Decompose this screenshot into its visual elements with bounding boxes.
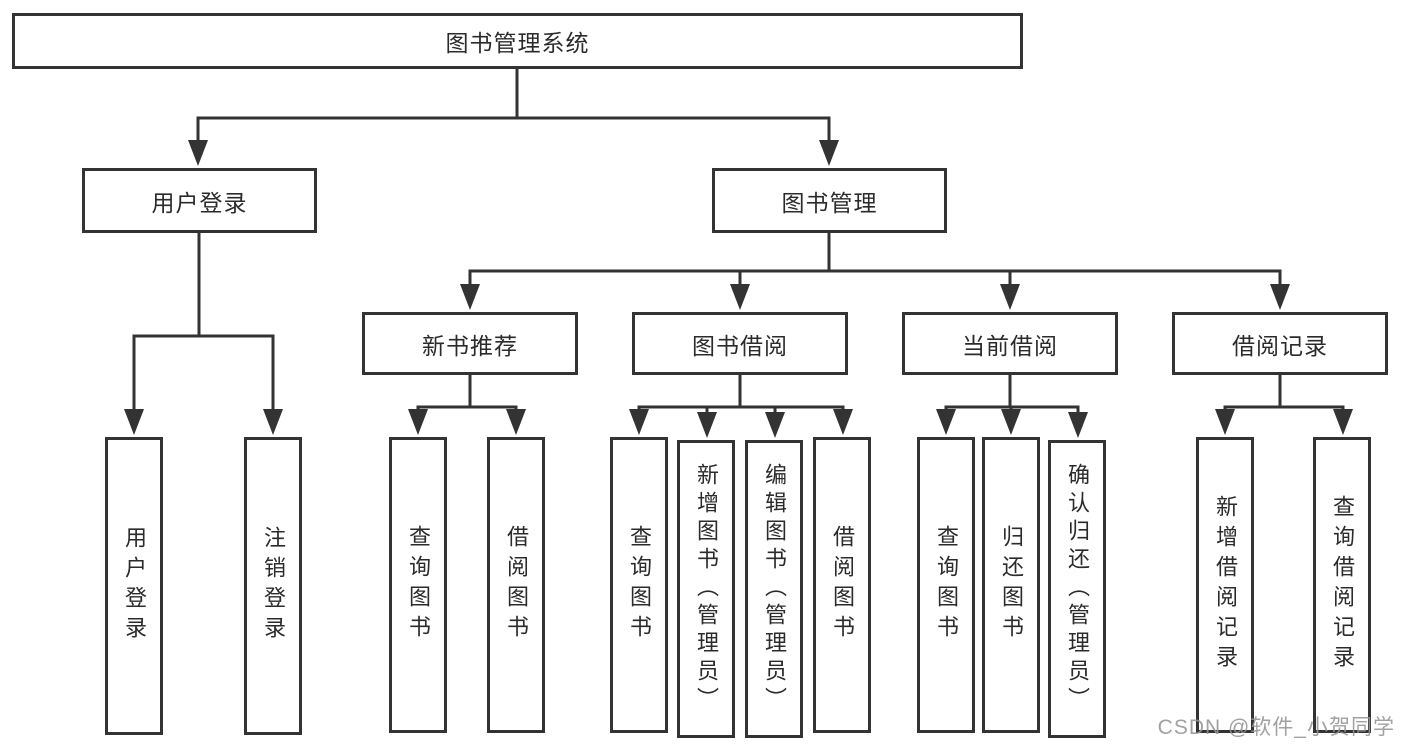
- node-book-management: 图书管理: [712, 168, 947, 233]
- leaf-add-borrow-record: 新增借阅记录: [1196, 437, 1254, 733]
- leaf-return-books: 归还图书: [982, 437, 1040, 733]
- leaf-edit-books-admin: 编辑图书（管理员）: [745, 440, 803, 738]
- leaf-confirm-return-admin: 确认归还（管理员）: [1048, 440, 1106, 738]
- leaf-borrow-books-recommend: 借阅图书: [487, 437, 545, 733]
- watermark-text: CSDN @软件_小贺同学: [1157, 716, 1395, 739]
- leaf-add-books-admin: 新增图书（管理员）: [677, 440, 735, 738]
- node-borrow-records: 借阅记录: [1172, 312, 1388, 375]
- leaf-query-borrow-record: 查询借阅记录: [1313, 437, 1371, 733]
- leaf-query-books-current: 查询图书: [917, 437, 975, 733]
- node-user-login: 用户登录: [82, 168, 317, 233]
- node-current-borrow: 当前借阅: [902, 312, 1118, 375]
- node-root-library-system: 图书管理系统: [12, 13, 1023, 69]
- node-new-book-recommend: 新书推荐: [362, 312, 578, 375]
- leaf-query-books-borrow: 查询图书: [610, 437, 668, 733]
- leaf-user-login: 用户登录: [105, 437, 163, 735]
- leaf-query-books-recommend: 查询图书: [389, 437, 447, 733]
- leaf-logout: 注销登录: [244, 437, 302, 735]
- node-book-borrow: 图书借阅: [632, 312, 848, 375]
- leaf-borrow-books: 借阅图书: [813, 437, 871, 733]
